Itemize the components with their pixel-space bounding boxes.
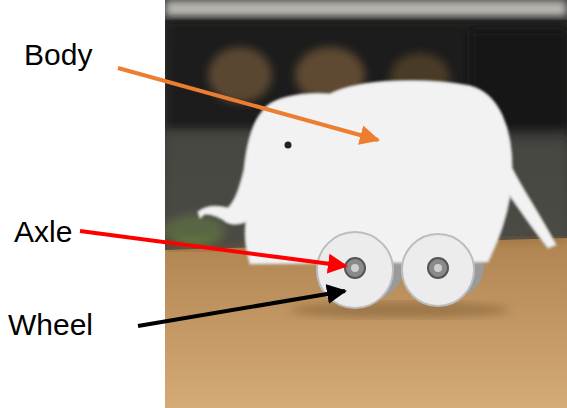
part-label: Axle bbox=[14, 217, 72, 247]
photograph bbox=[165, 0, 567, 408]
part-label: Wheel bbox=[8, 310, 93, 340]
leader-arrow bbox=[138, 291, 345, 326]
leader-arrow bbox=[80, 231, 346, 266]
leader-arrow bbox=[118, 68, 378, 140]
part-label: Body bbox=[24, 40, 92, 70]
